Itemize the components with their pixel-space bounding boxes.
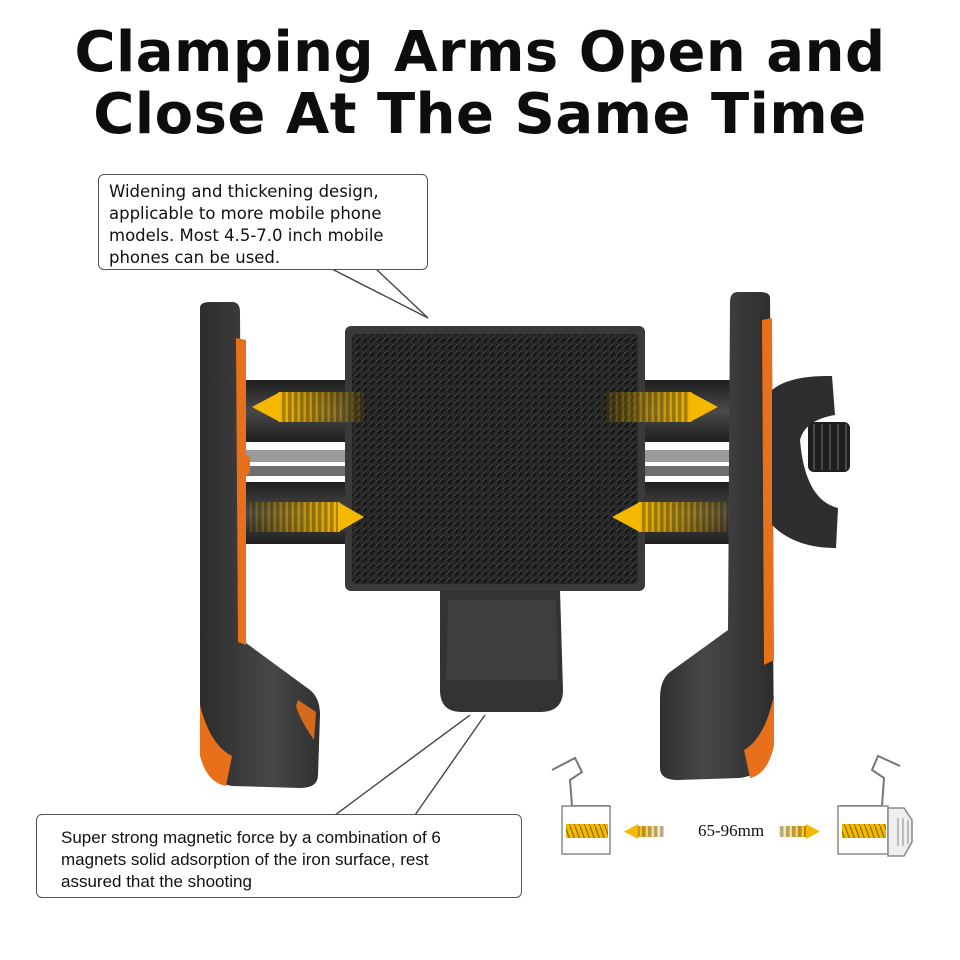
callout-top-line-4: phones can be used. [109,248,281,267]
arrow-bottom-right [612,502,728,532]
carbon-back-plate [345,326,645,591]
left-clamp-arm [200,302,320,788]
arrow-bottom-left [250,502,364,532]
callout-bottom-line-3: assured that the shooting [61,872,252,891]
page-title: Clamping Arms Open and Close At The Same… [0,22,960,146]
right-clamp-arm [660,292,774,780]
arrow-top-right [606,392,718,422]
callout-magnetic-force: Super strong magnetic force by a combina… [36,814,522,898]
callout-widening-design: Widening and thickening design, applicab… [98,174,428,270]
magnetic-mount-base [440,590,563,712]
clamp-range-diagram [551,754,913,857]
arrow-top-left [252,392,364,422]
callout-top-line-3: models. Most 4.5-7.0 inch mobile [109,226,384,245]
callout-top-line-1: Widening and thickening design, [109,182,379,201]
callout-bottom-pointer [334,714,486,816]
callout-top-pointer [329,267,429,319]
title-line-1: Clamping Arms Open and [74,20,886,85]
callout-bottom-line-2: magnets solid adsorption of the iron sur… [61,850,429,869]
adjust-knob [772,375,850,548]
callout-bottom-line-1: Super strong magnetic force by a combina… [61,828,441,847]
callout-top-line-2: applicable to more mobile phone [109,204,382,223]
title-line-2: Close At The Same Time [93,82,867,147]
clamp-range-label: 65-96mm [697,821,765,840]
